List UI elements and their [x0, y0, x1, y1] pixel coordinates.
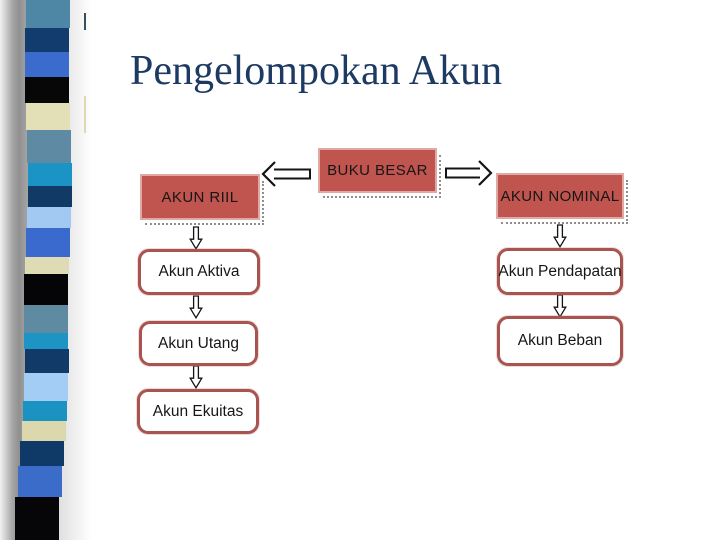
ribbon-decor [15, 0, 72, 540]
ribbon-segment [28, 186, 72, 207]
arrow-down-icon [189, 295, 203, 320]
ribbon-segment [26, 228, 70, 257]
ribbon-segment [24, 373, 68, 401]
ribbon-segment [22, 421, 66, 441]
ribbon-segment [24, 305, 68, 333]
ribbon-segment [24, 333, 68, 349]
ribbon-segment [26, 103, 70, 130]
node-akun-ekuitas: Akun Ekuitas [137, 389, 259, 434]
node-label: Akun Aktiva [158, 263, 240, 280]
node-akun-pendapatan: Akun Pendapatan [497, 248, 623, 295]
ribbon-segment [25, 77, 69, 103]
ribbon-segment [24, 274, 68, 305]
node-akun-utang: Akun Utang [139, 321, 258, 366]
ribbon-segment [25, 28, 69, 52]
arrow-down-icon [553, 294, 567, 319]
node-buku-besar: BUKU BESAR [318, 148, 441, 198]
node-label: AKUN RIIL [161, 188, 239, 206]
node-akun-riil: AKUN RIIL [140, 174, 264, 225]
arrow-down-icon [553, 224, 567, 249]
page-title: Pengelompokan Akun [130, 48, 503, 94]
ribbon-segment [26, 0, 70, 28]
node-akun-nominal: AKUN NOMINAL [496, 173, 628, 224]
ribbon-segment [25, 349, 69, 373]
node-label: Akun Ekuitas [152, 402, 244, 420]
ribbon-segment [25, 257, 69, 274]
ribbon-segment [27, 207, 71, 228]
ribbon-segment [15, 497, 59, 540]
ribbon-segment [25, 52, 69, 77]
tick-line-dark [84, 13, 86, 30]
arrow-down-icon [189, 365, 203, 390]
ribbon-segment [28, 163, 72, 186]
node-label: Akun Beban [517, 332, 603, 349]
ribbon-segment [18, 466, 62, 497]
ribbon-segment [23, 401, 67, 421]
ribbon-segment [27, 130, 71, 163]
arrow-down-icon [189, 226, 203, 251]
node-label: BUKU BESAR [327, 162, 428, 179]
node-label: AKUN NOMINAL [500, 187, 620, 205]
arrow-right-icon [444, 158, 494, 188]
tick-line-cream [84, 96, 86, 133]
node-akun-beban: Akun Beban [497, 316, 623, 366]
node-label: Akun Pendapatan [498, 262, 622, 280]
node-akun-aktiva: Akun Aktiva [138, 249, 260, 295]
left-gradient-decor [0, 0, 94, 540]
arrow-left-icon [259, 158, 313, 190]
node-label: Akun Utang [158, 334, 239, 352]
ribbon-segment [20, 441, 64, 466]
